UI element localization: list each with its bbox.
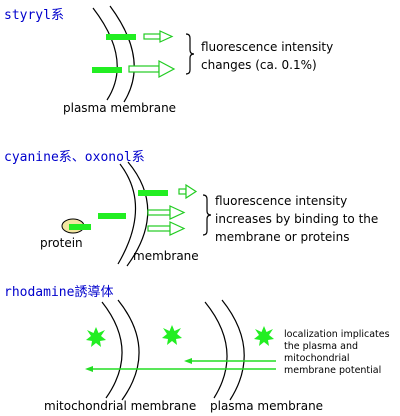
rhodamine-dye-burst-middle [162,325,182,345]
styryl-header: styryl系 [4,8,64,23]
cyanine-arrow-middle [147,205,186,220]
cyanine-text-line1: fluorescence intensity [215,194,348,208]
rhodamine-dye-burst-outer [254,326,274,346]
cyanine-dye-bar-protein [69,224,91,230]
mito-membrane-arc-right [117,299,140,401]
styryl-arrow-large [128,60,176,78]
cyanine-dye-bar-top [138,190,168,196]
plasma-membrane-label: plasma membrane [210,399,324,413]
cyanine-text-line2: increases by binding to the [215,212,379,226]
cyanine-membrane-arc-left [117,163,137,265]
styryl-arrow-small [143,30,174,43]
styryl-text-line2: changes (ca. 0.1%) [201,58,317,72]
rhodamine-text-line2: the plasma and [284,341,359,352]
styryl-brace [185,33,195,75]
mito-membrane-label: mitochondrial membrane [44,399,197,413]
mito-membrane-arc-left [101,301,123,399]
styryl-dye-bar-upper [106,34,136,40]
protein-label: protein [40,236,83,250]
cyanine-text-line3: membrane or proteins [215,230,350,244]
rhodamine-text-line4: membrane potential [284,365,382,376]
styryl-membrane-arc-right [109,5,135,103]
rhodamine-text-line3: mitochondrial [284,353,350,364]
cyanine-arrow-bottom [147,221,186,236]
plasma-membrane-arc-left [204,301,228,399]
styryl-text-line1: fluorescence intensity [201,40,334,54]
cyanine-dye-bar-middle [98,213,126,219]
cyanine-brace [202,194,212,236]
styryl-membrane-arc-left [92,7,118,101]
cyanine-header: cyanine系、oxonol系 [4,150,145,165]
cyanine-arrow-top [178,183,198,200]
rhodamine-text-line1: localization implicates [284,329,390,340]
gradient-arrow-lower-head [85,366,93,372]
styryl-dye-bar-lower [92,67,122,73]
rhodamine-header: rhodamine誘導体 [4,285,114,300]
cyanine-membrane-label: membrane [133,249,199,263]
gradient-arrow-upper-head [184,358,192,364]
styryl-membrane-label: plasma membrane [63,101,177,115]
rhodamine-dye-burst-inner [86,327,106,347]
plasma-membrane-arc-right [221,299,245,401]
